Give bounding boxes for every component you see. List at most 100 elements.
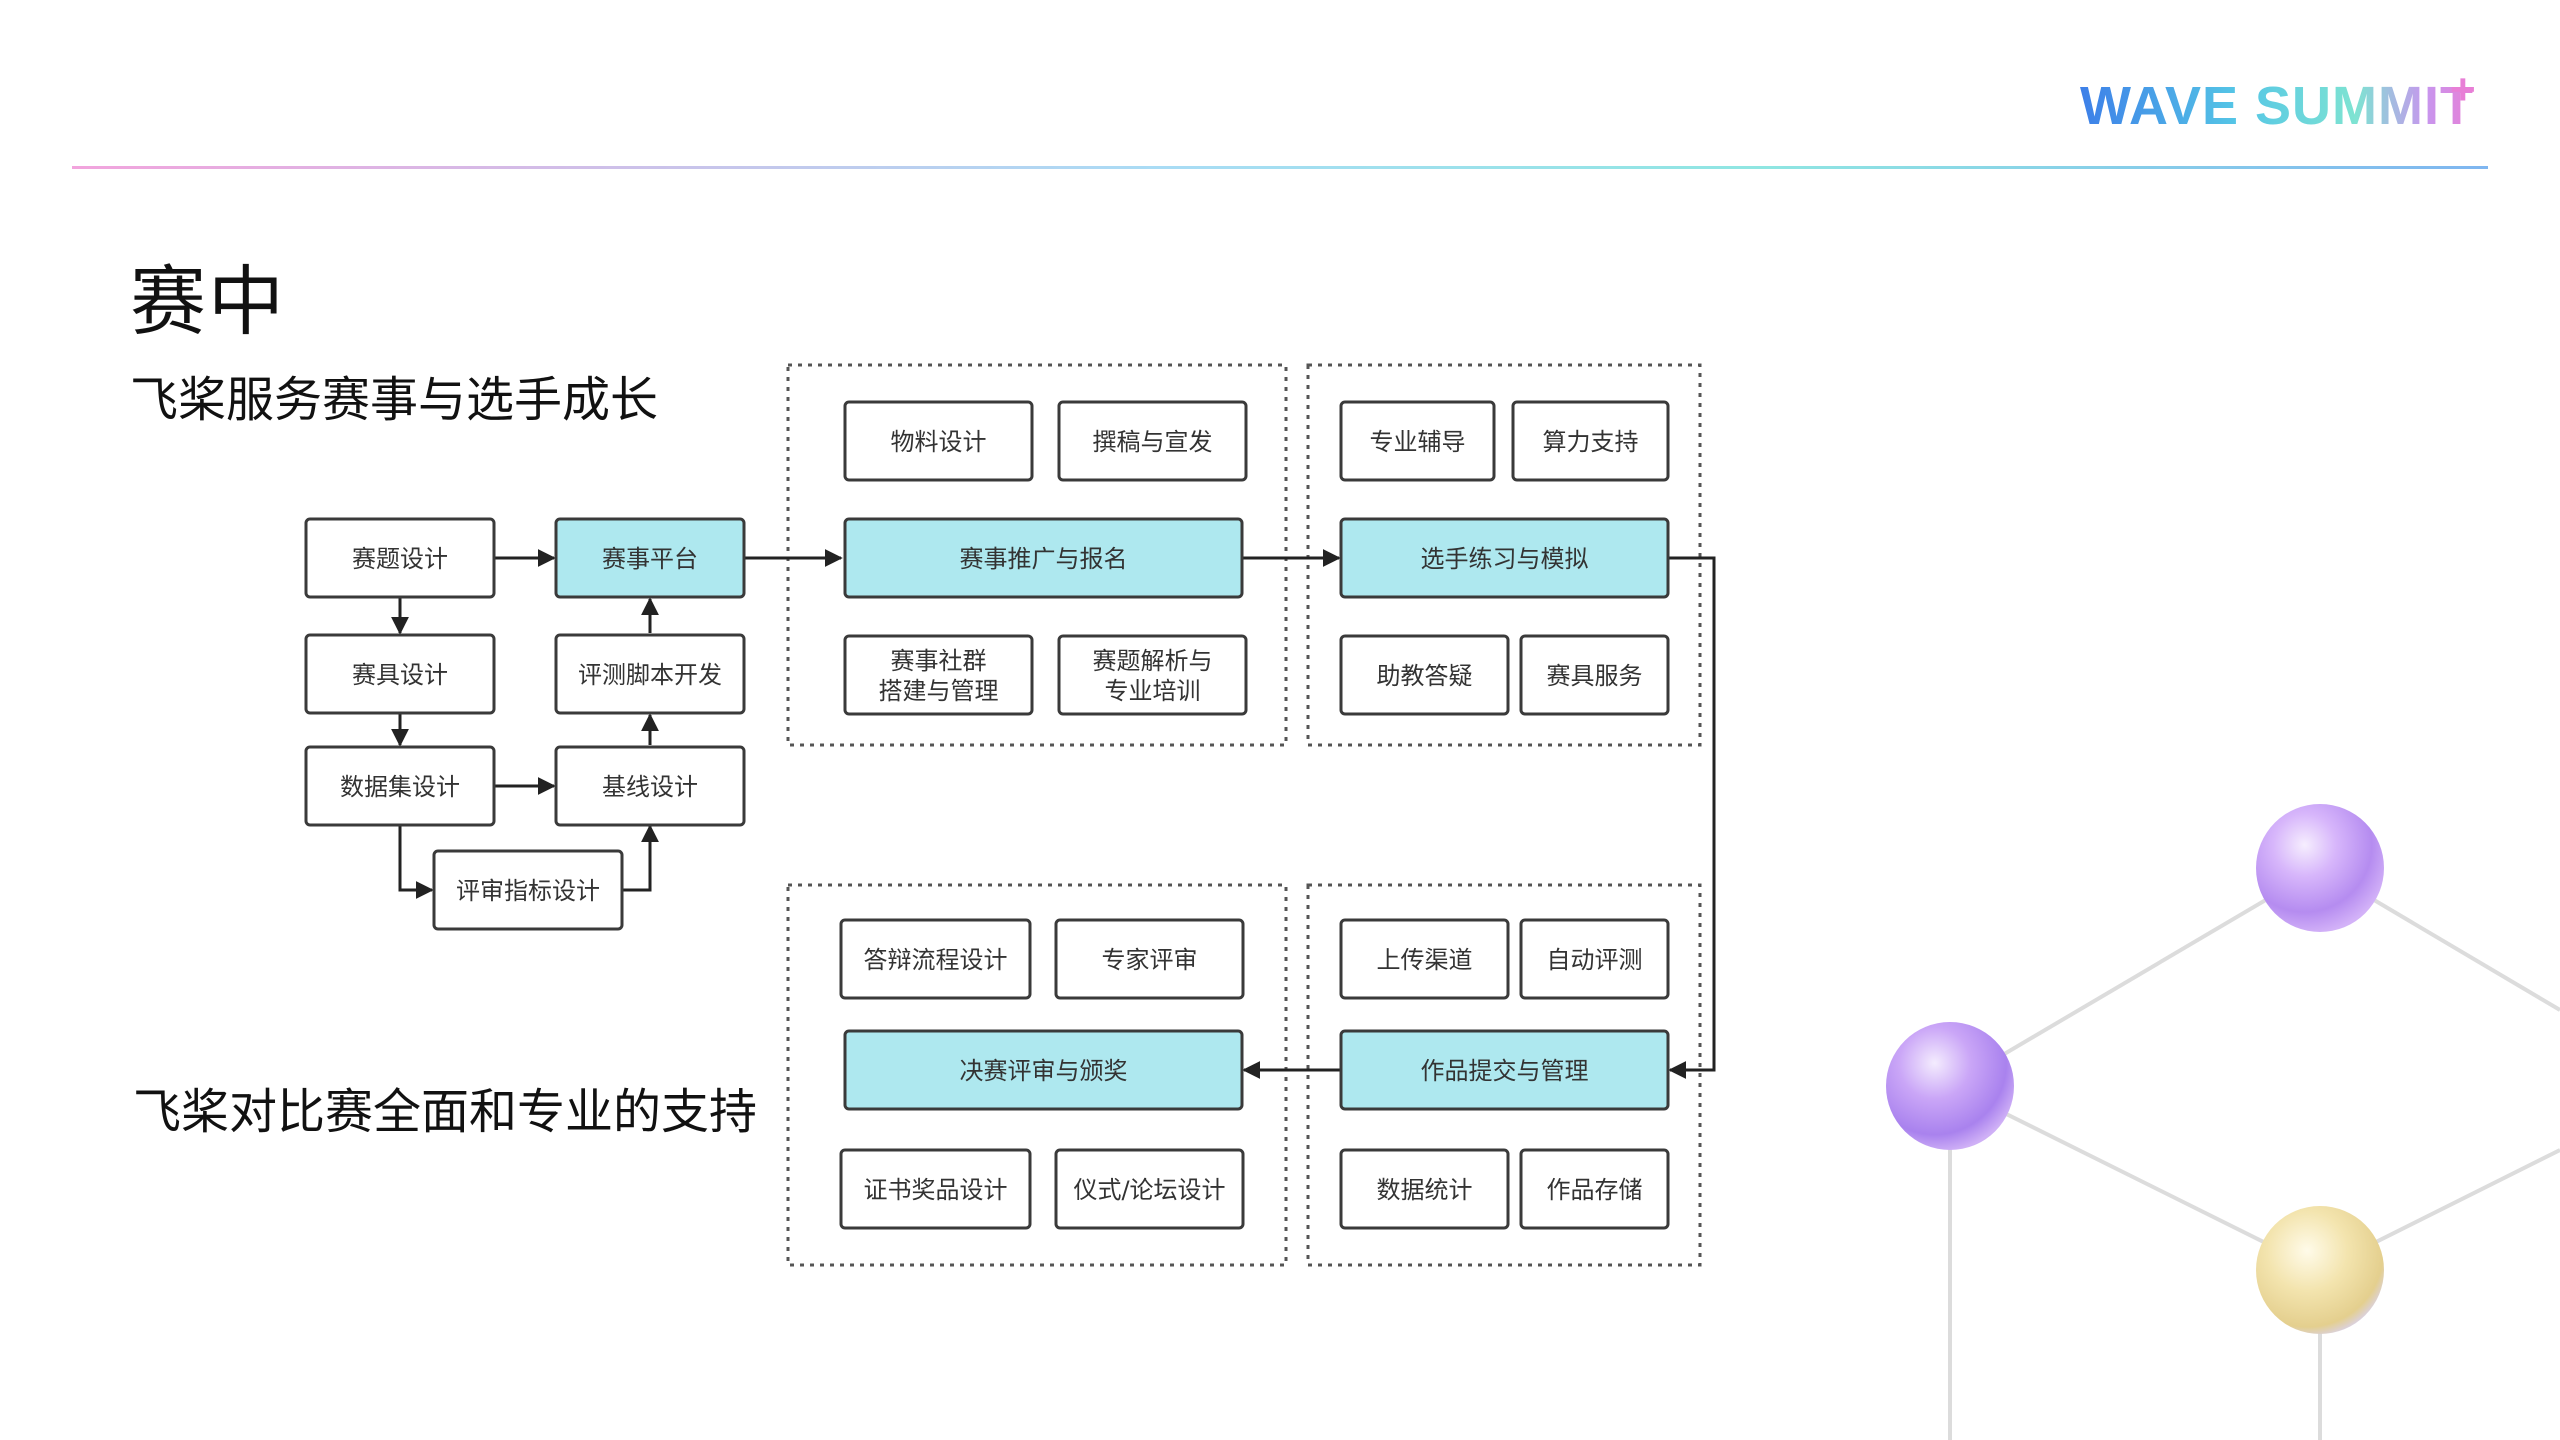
subtitle-support: 飞桨对比赛全面和专业的支持 <box>133 1084 758 1140</box>
node-box <box>304 745 496 827</box>
header-divider <box>72 166 2488 169</box>
node-box <box>554 633 746 715</box>
node-label: 赛事平台 <box>602 545 698 573</box>
node-zhuanjia: 专家评审 <box>1054 918 1245 1000</box>
node-saijufuwu: 赛具服务 <box>1519 634 1670 716</box>
node-box <box>304 517 496 599</box>
node-label: 仪式/论坛设计 <box>1073 1176 1225 1204</box>
node-pingshenzhibiao: 评审指标设计 <box>432 849 624 931</box>
wave-summit-logo: WAVE SUMMIT + <box>2080 70 2476 134</box>
node-box <box>839 918 1032 1000</box>
node-label: 物料设计 <box>891 428 987 456</box>
node-saijusheji: 赛具设计 <box>304 633 496 715</box>
node-box <box>1519 918 1670 1000</box>
node-box <box>843 400 1034 482</box>
page-title: 赛中 <box>130 257 286 346</box>
node-zidong: 自动评测 <box>1519 918 1670 1000</box>
node-label: 答辩流程设计 <box>864 946 1008 974</box>
node-zhuangao: 撰稿与宣发 <box>1057 400 1248 482</box>
group-submission <box>1306 883 1702 1267</box>
node-label: 赛事社群 <box>891 647 987 675</box>
node-yishi: 仪式/论坛设计 <box>1054 1148 1245 1230</box>
node-wuliao: 物料设计 <box>843 400 1034 482</box>
node-shangchuan: 上传渠道 <box>1339 918 1510 1000</box>
node-fudao: 专业辅导 <box>1339 400 1496 482</box>
node-box <box>1054 918 1245 1000</box>
node-jixian: 基线设计 <box>554 745 746 827</box>
node-box <box>1511 400 1670 482</box>
node-label: 专家评审 <box>1102 946 1198 974</box>
node-box <box>1339 1148 1510 1230</box>
node-label: 赛题解析与 <box>1093 647 1213 675</box>
orb-gold <box>2256 1206 2384 1334</box>
node-label: 评测脚本开发 <box>578 661 722 689</box>
node-label: 基线设计 <box>602 773 698 801</box>
node-box <box>1519 634 1670 716</box>
logo-wordmark: WAVE SUMMIT <box>2080 76 2474 134</box>
node-box <box>304 633 496 715</box>
subtitle-services: 飞桨服务赛事与选手成长 <box>130 372 659 428</box>
node-box <box>554 745 746 827</box>
node-zuopin: 作品提交与管理 <box>1339 1029 1670 1111</box>
node-dabian: 答辩流程设计 <box>839 918 1032 1000</box>
node-box <box>1339 634 1510 716</box>
node-label: 证书奖品设计 <box>864 1176 1008 1204</box>
edge-shujuji-zhibiao <box>398 825 434 899</box>
edge-lianxi-zuopin <box>1668 556 1716 1079</box>
node-box <box>1057 634 1248 716</box>
connectors <box>391 549 1716 1079</box>
node-label: 作品存储 <box>1547 1176 1643 1204</box>
node-tuiguang: 赛事推广与报名 <box>843 517 1244 599</box>
node-label: 专业辅导 <box>1370 428 1466 456</box>
node-saishipingtai: 赛事平台 <box>554 517 746 599</box>
node-label: 数据统计 <box>1377 1176 1473 1204</box>
node-label: 作品提交与管理 <box>1421 1057 1589 1085</box>
orb-purple-left <box>1886 1022 2014 1150</box>
orb-purple-top <box>2256 804 2384 932</box>
node-label: 选手练习与模拟 <box>1421 545 1589 573</box>
node-label: 助教答疑 <box>1377 662 1473 690</box>
node-label: 自动评测 <box>1547 946 1643 974</box>
node-juesai: 决赛评审与颁奖 <box>843 1029 1244 1111</box>
node-label: 赛题设计 <box>352 545 448 573</box>
node-cunchu: 作品存储 <box>1519 1148 1670 1230</box>
node-pingcejiaoben: 评测脚本开发 <box>554 633 746 715</box>
node-shujuji: 数据集设计 <box>304 745 496 827</box>
node-box <box>432 849 624 931</box>
node-tongji: 数据统计 <box>1339 1148 1510 1230</box>
node-suanli: 算力支持 <box>1511 400 1670 482</box>
node-label: 赛具设计 <box>352 661 448 689</box>
node-label: 决赛评审与颁奖 <box>960 1057 1128 1085</box>
edge-zhibiao-jixian <box>622 824 659 892</box>
node-label: 上传渠道 <box>1377 946 1473 974</box>
node-label: 算力支持 <box>1543 428 1639 456</box>
node-label: 赛事推广与报名 <box>960 545 1128 573</box>
node-box <box>843 517 1244 599</box>
node-label: 搭建与管理 <box>879 677 999 705</box>
node-box <box>1054 1148 1245 1230</box>
node-box <box>1519 1148 1670 1230</box>
node-box <box>554 517 746 599</box>
node-box <box>839 1148 1032 1230</box>
node-box <box>1339 1029 1670 1111</box>
node-box <box>1339 517 1670 599</box>
node-label: 专业培训 <box>1105 677 1201 705</box>
node-tisheji: 赛题设计 <box>304 517 496 599</box>
node-label: 撰稿与宣发 <box>1093 428 1213 456</box>
node-lianxi: 选手练习与模拟 <box>1339 517 1670 599</box>
node-box <box>1339 400 1496 482</box>
node-zhengshu: 证书奖品设计 <box>839 1148 1032 1230</box>
logo-plus: + <box>2450 70 2476 114</box>
node-zhujiao: 助教答疑 <box>1339 634 1510 716</box>
node-box <box>1339 918 1510 1000</box>
node-label: 赛具服务 <box>1547 662 1643 690</box>
node-box <box>843 634 1034 716</box>
node-box <box>843 1029 1244 1111</box>
group-practice <box>1306 363 1702 747</box>
